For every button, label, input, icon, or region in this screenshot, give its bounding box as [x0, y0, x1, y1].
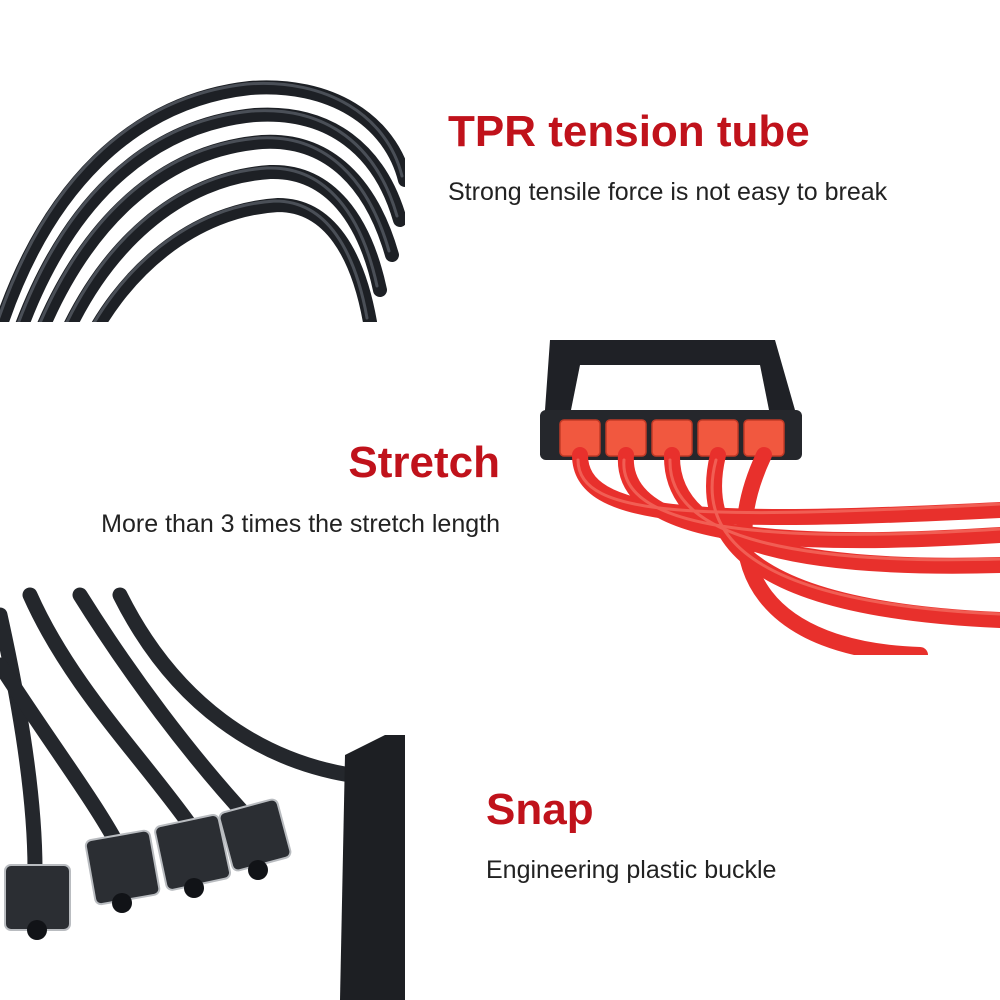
- feature-title-tpr: TPR tension tube: [448, 107, 810, 156]
- feature-desc-stretch: More than 3 times the stretch length: [101, 510, 500, 538]
- feature-desc-tpr: Strong tensile force is not easy to brea…: [448, 178, 888, 206]
- feature-desc-snap: Engineering plastic buckle: [486, 856, 777, 884]
- red-tubes-handle-photo: [520, 320, 1000, 655]
- black-tension-tubes-photo: [0, 60, 405, 322]
- black-snap-buckles-photo: [0, 585, 405, 1000]
- feature-title-snap: Snap: [486, 785, 594, 834]
- feature-title-stretch: Stretch: [348, 438, 500, 487]
